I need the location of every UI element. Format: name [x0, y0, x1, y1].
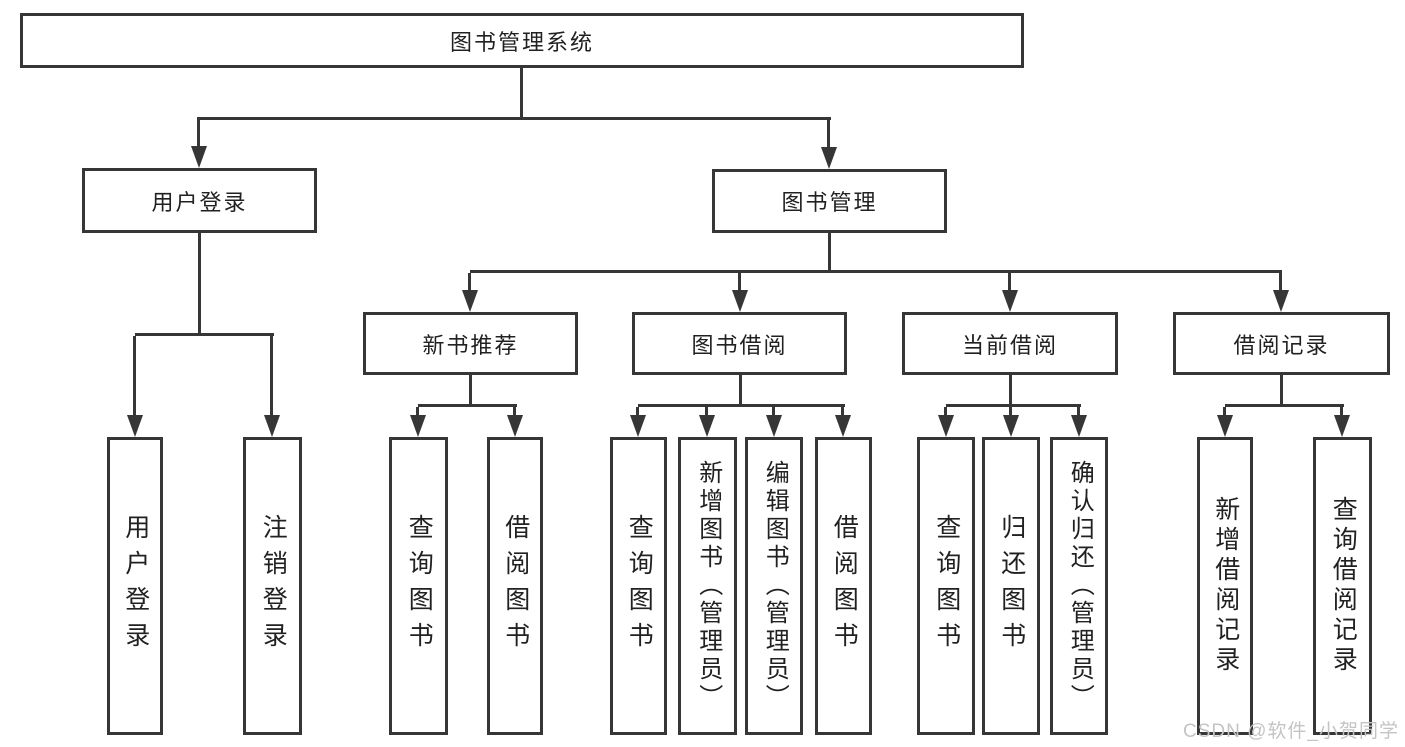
- tree-connector-line: [1225, 404, 1344, 407]
- tree-connector-line: [946, 404, 1081, 407]
- tree-connector-line: [133, 336, 136, 421]
- node-borrowing-records: 借阅记录: [1173, 312, 1390, 375]
- node-label: 用户登录: [151, 189, 248, 215]
- leaf-query-borrow-record: 查询借阅记录: [1313, 437, 1372, 735]
- leaf-label: 确认归还（管理员）: [1066, 460, 1094, 712]
- leaf-confirm-return-admin: 确认归还（管理员）: [1050, 437, 1108, 735]
- arrowhead-down-icon: [766, 415, 782, 437]
- leaf-return-books: 归还图书: [982, 437, 1040, 735]
- arrowhead-down-icon: [127, 415, 143, 437]
- leaf-borrow-books-borrowing: 借阅图书: [815, 437, 872, 735]
- arrowhead-down-icon: [264, 415, 280, 437]
- tree-connector-line: [738, 273, 741, 298]
- leaf-label: 归还图书: [997, 514, 1026, 658]
- leaf-add-books-admin: 新增图书（管理员）: [678, 437, 737, 735]
- tree-connector-line: [1223, 407, 1226, 421]
- tree-connector-line: [1009, 407, 1012, 421]
- tree-connector-line: [828, 233, 831, 273]
- leaf-label: 用户登录: [121, 514, 150, 658]
- leaf-label: 查询借阅记录: [1329, 496, 1358, 676]
- tree-connector-line: [1008, 273, 1011, 298]
- node-label: 借阅记录: [1233, 332, 1330, 358]
- node-label: 图书管理系统: [449, 29, 594, 55]
- arrowhead-down-icon: [630, 415, 646, 437]
- arrowhead-down-icon: [1002, 290, 1018, 312]
- arrowhead-down-icon: [732, 290, 748, 312]
- node-root-library-system: 图书管理系统: [20, 13, 1024, 68]
- tree-connector-line: [135, 333, 274, 336]
- tree-connector-line: [1340, 407, 1343, 421]
- leaf-edit-books-admin: 编辑图书（管理员）: [745, 437, 803, 735]
- arrowhead-down-icon: [1071, 415, 1087, 437]
- node-label: 新书推荐: [422, 332, 519, 358]
- tree-connector-line: [270, 336, 273, 421]
- arrowhead-down-icon: [1003, 415, 1019, 437]
- tree-connector-line: [470, 270, 1282, 273]
- tree-connector-line: [1279, 273, 1282, 298]
- tree-connector-line: [469, 375, 472, 407]
- tree-connector-line: [944, 407, 947, 421]
- node-new-book-recommend: 新书推荐: [363, 312, 578, 375]
- leaf-query-books-recommend: 查询图书: [389, 437, 448, 735]
- leaf-add-borrow-record: 新增借阅记录: [1197, 437, 1253, 735]
- node-label: 图书借阅: [691, 332, 788, 358]
- tree-connector-line: [772, 407, 775, 421]
- leaf-query-books-current: 查询图书: [917, 437, 975, 735]
- leaf-label: 查询图书: [405, 514, 434, 658]
- tree-connector-line: [1009, 375, 1012, 407]
- arrowhead-down-icon: [1334, 415, 1350, 437]
- node-book-management: 图书管理: [712, 169, 947, 233]
- leaf-label: 新增借阅记录: [1211, 496, 1240, 676]
- node-book-borrowing: 图书借阅: [632, 312, 847, 375]
- tree-connector-line: [739, 375, 742, 407]
- leaf-label: 查询图书: [932, 514, 961, 658]
- tree-connector-line: [705, 407, 708, 421]
- leaf-label: 注销登录: [259, 514, 288, 658]
- arrowhead-down-icon: [835, 415, 851, 437]
- watermark: CSDN @软件_小贺同学: [1183, 721, 1399, 742]
- leaf-label: 编辑图书（管理员）: [761, 460, 789, 712]
- leaf-label: 新增图书（管理员）: [694, 460, 722, 712]
- leaf-user-login: 用户登录: [107, 437, 163, 735]
- leaf-label: 查询图书: [625, 514, 654, 658]
- tree-connector-line: [520, 68, 523, 120]
- arrowhead-down-icon: [699, 415, 715, 437]
- leaf-label: 借阅图书: [830, 514, 859, 658]
- arrowhead-down-icon: [1217, 415, 1233, 437]
- tree-connector-line: [636, 407, 639, 421]
- leaf-query-books-borrowing: 查询图书: [610, 437, 667, 735]
- leaf-label: 借阅图书: [501, 514, 530, 658]
- arrowhead-down-icon: [410, 415, 426, 437]
- arrowhead-down-icon: [191, 146, 207, 168]
- arrowhead-down-icon: [938, 415, 954, 437]
- tree-connector-line: [841, 407, 844, 421]
- node-label: 图书管理: [781, 190, 878, 215]
- tree-connector-line: [1280, 375, 1283, 407]
- arrowhead-down-icon: [462, 290, 478, 312]
- node-current-borrowing: 当前借阅: [902, 312, 1118, 375]
- tree-connector-line: [197, 117, 831, 120]
- leaf-logout: 注销登录: [243, 437, 302, 735]
- tree-connector-line: [418, 404, 517, 407]
- tree-connector-line: [1077, 407, 1080, 421]
- arrowhead-down-icon: [1273, 290, 1289, 312]
- tree-connector-line: [197, 120, 200, 154]
- tree-connector-line: [198, 233, 201, 336]
- node-label: 当前借阅: [961, 332, 1058, 358]
- arrowhead-down-icon: [507, 415, 523, 437]
- leaf-borrow-books-recommend: 借阅图书: [487, 437, 543, 735]
- tree-connector-line: [827, 120, 830, 155]
- tree-connector-line: [416, 407, 419, 421]
- tree-connector-line: [513, 407, 516, 421]
- tree-connector-line: [468, 273, 471, 298]
- node-user-login: 用户登录: [82, 168, 317, 233]
- tree-connector-line: [638, 404, 845, 407]
- arrowhead-down-icon: [821, 147, 837, 169]
